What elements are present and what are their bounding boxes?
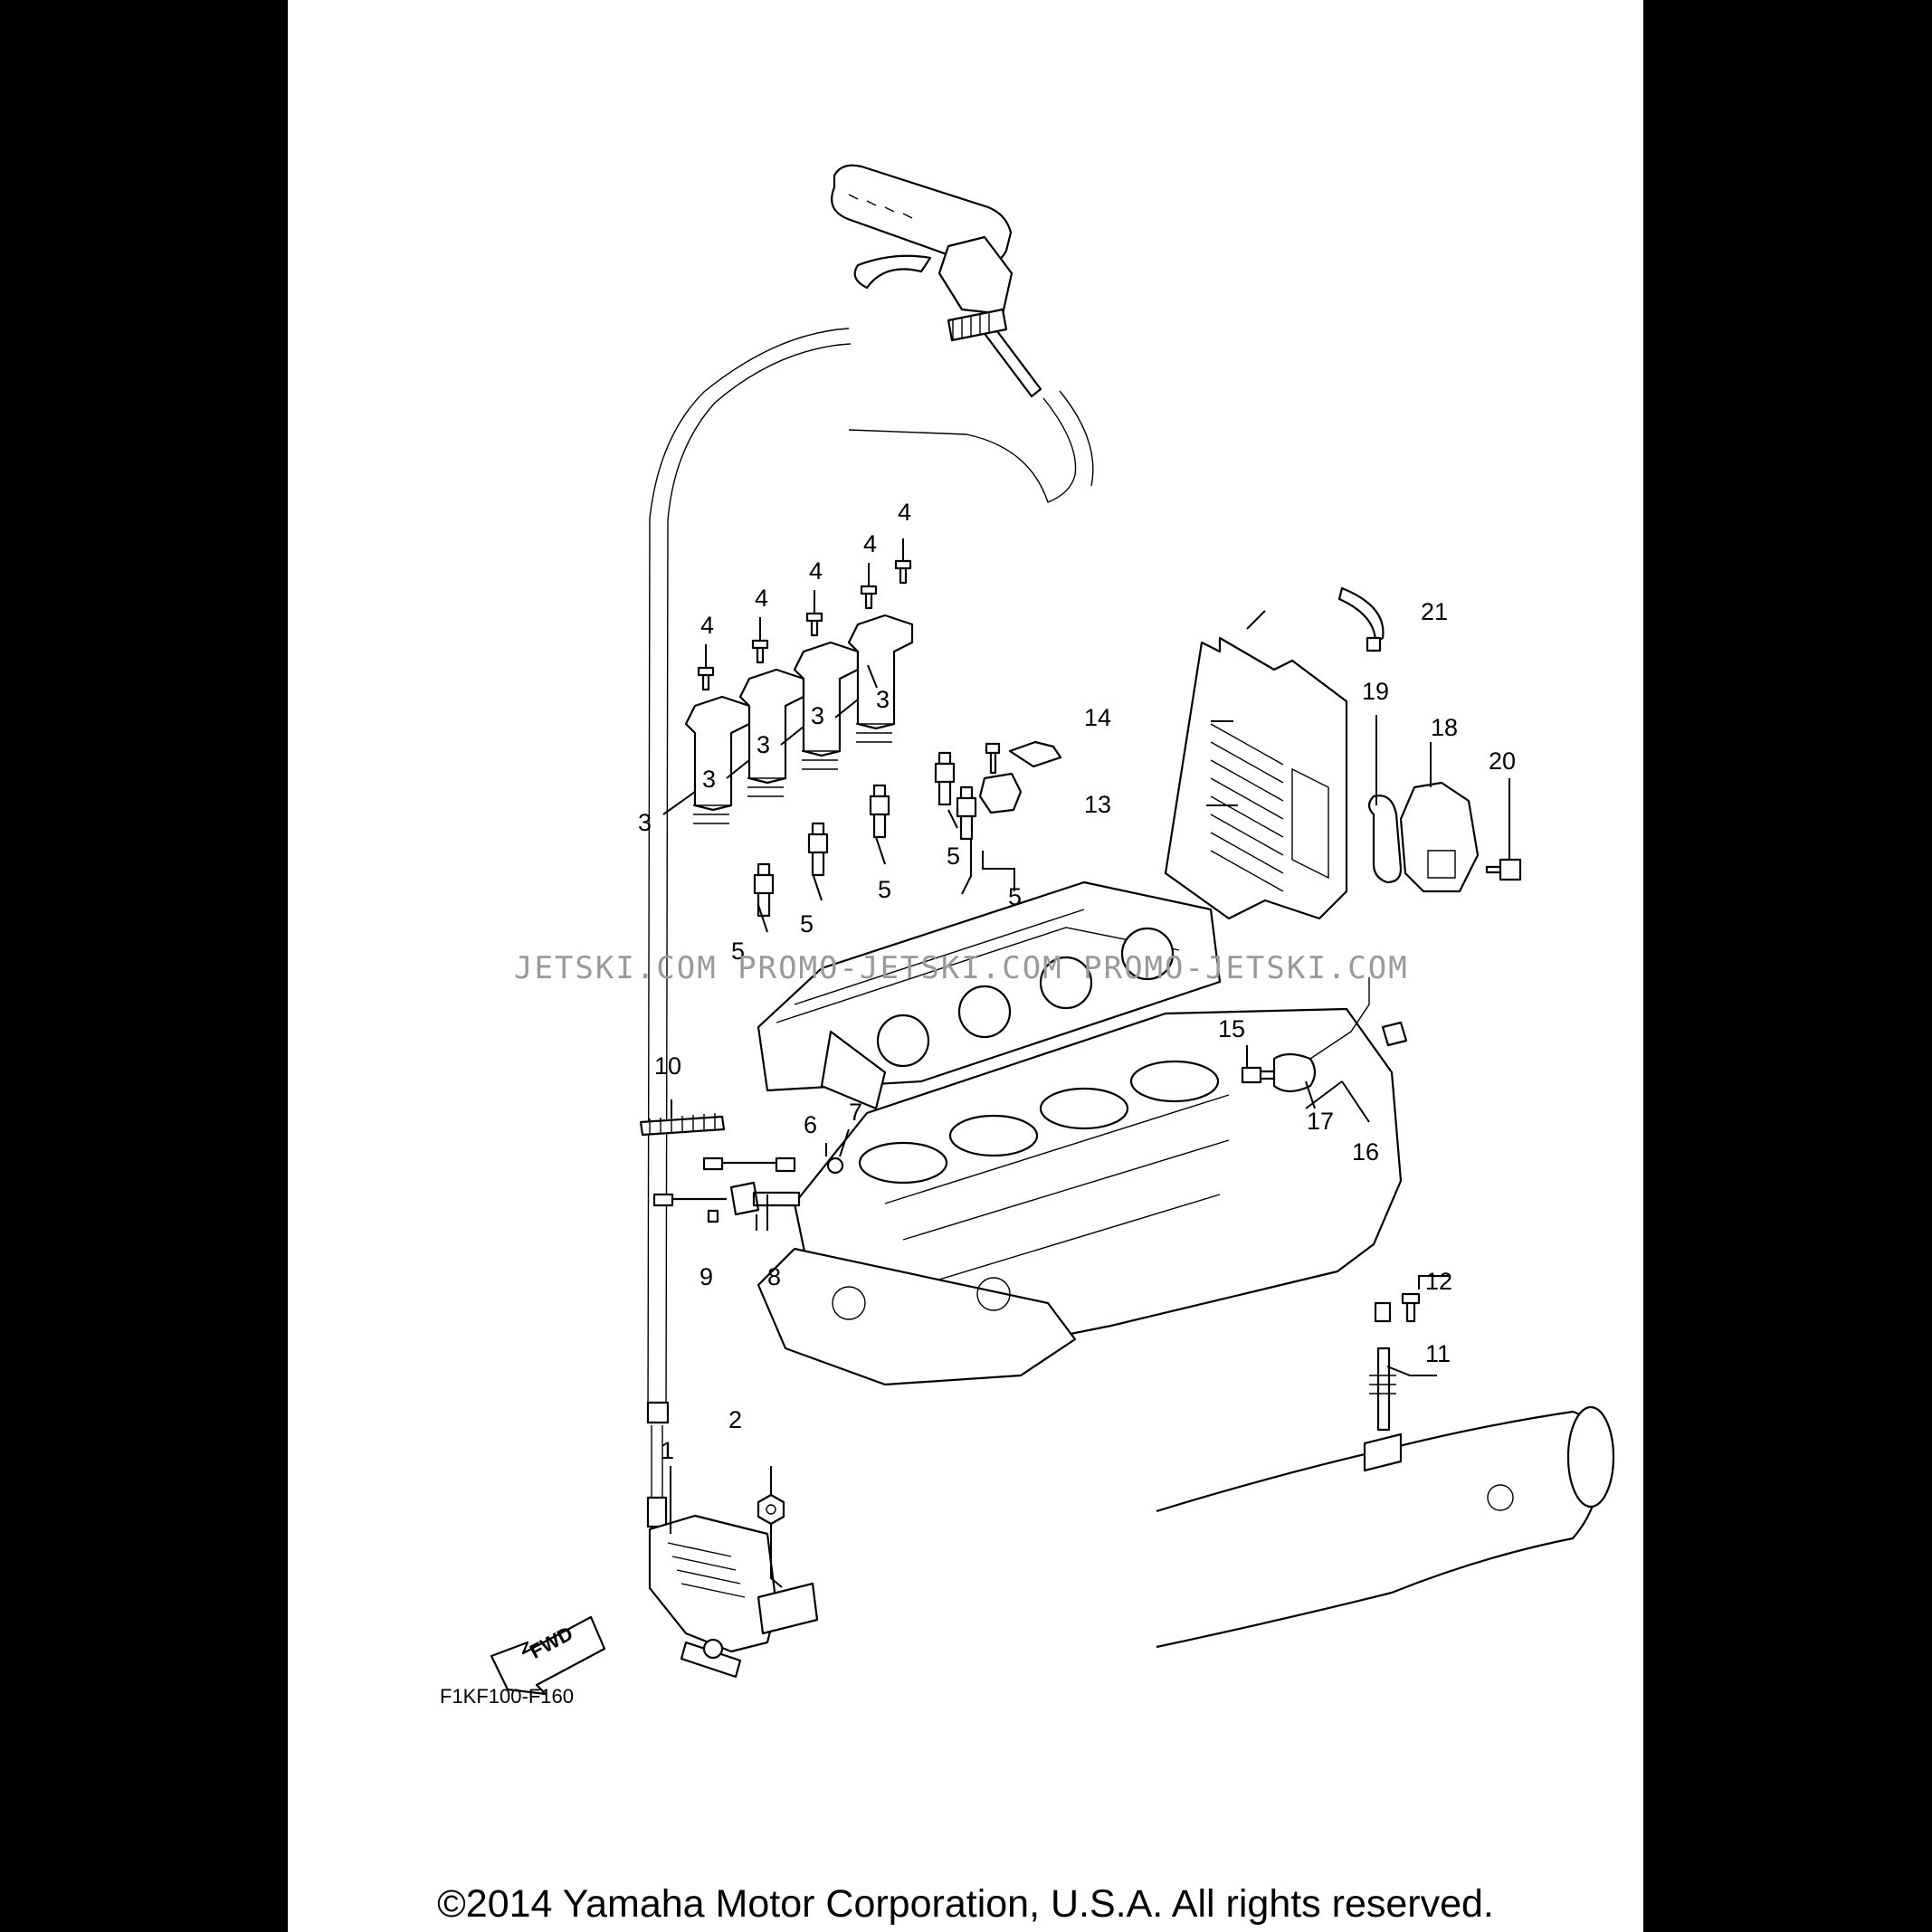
callout-19[interactable]: 19 [1362,678,1389,705]
throttle-body [648,1514,819,1679]
watermark: JETSKI.COM PROMO-JETSKI.COM PROMO-JETSKI… [514,950,1409,986]
callout-10[interactable]: 10 [654,1052,681,1080]
leader-lines [662,538,1510,1534]
callout-13[interactable]: 13 [1084,791,1111,818]
callout-4c[interactable]: 4 [809,557,823,585]
cam-sensor [978,740,1062,814]
callout-6[interactable]: 6 [804,1111,817,1138]
ignition-coils [684,614,914,824]
nut-2 [757,1466,785,1588]
diagram-sheet: FWD [288,0,1643,1932]
callout-14[interactable]: 14 [1084,704,1111,731]
callout-5a[interactable]: 5 [731,937,745,965]
spark-plugs [753,751,977,918]
callout-8[interactable]: 8 [767,1263,781,1290]
exhaust-manifold [1156,1292,1615,1649]
callout-3a[interactable]: 3 [638,809,652,836]
callout-16[interactable]: 16 [1352,1138,1379,1166]
band-21 [1337,586,1385,652]
callout-11[interactable]: 11 [1425,1340,1451,1367]
sensors-left [639,1113,844,1223]
callout-17[interactable]: 17 [1307,1108,1334,1135]
callouts: 1 2 3 3 3 3 3 4 4 4 4 4 5 5 5 5 5 6 7 8 … [638,499,1516,1464]
callout-4a[interactable]: 4 [700,612,714,639]
callout-2[interactable]: 2 [728,1406,742,1433]
callout-7[interactable]: 7 [849,1099,862,1126]
parts-diagram: FWD [490,164,1615,1696]
callout-4d[interactable]: 4 [863,530,877,557]
coil-bolts [697,559,912,691]
copyright-notice: ©2014 Yamaha Motor Corporation, U.S.A. A… [437,1882,1494,1926]
callout-5c[interactable]: 5 [878,876,891,903]
diagram-code: F1KF100-F160 [440,1685,574,1708]
throttle-grip [831,164,1014,316]
callout-3e[interactable]: 3 [876,686,890,713]
callout-4e[interactable]: 4 [898,499,911,526]
callout-21[interactable]: 21 [1421,598,1448,625]
callout-4b[interactable]: 4 [755,585,768,612]
cylinder-head [757,880,1222,1110]
cylinder-block [757,1007,1403,1386]
callout-5b[interactable]: 5 [800,910,814,937]
callout-20[interactable]: 20 [1489,747,1516,775]
callout-9[interactable]: 9 [700,1263,713,1290]
electrical-box [1164,636,1522,920]
callout-1[interactable]: 1 [661,1437,674,1464]
callout-5e[interactable]: 5 [1008,883,1022,910]
callout-5d[interactable]: 5 [947,842,960,870]
callout-12[interactable]: 12 [1425,1268,1452,1295]
callout-3b[interactable]: 3 [702,766,716,793]
callout-3d[interactable]: 3 [811,702,824,729]
callout-15[interactable]: 15 [1218,1015,1245,1042]
sensors-right [1241,977,1408,1093]
callout-18[interactable]: 18 [1431,714,1458,741]
callout-3c[interactable]: 3 [757,731,770,758]
throttle-cable [646,308,1094,1616]
fwd-arrow: FWD [490,1615,606,1696]
